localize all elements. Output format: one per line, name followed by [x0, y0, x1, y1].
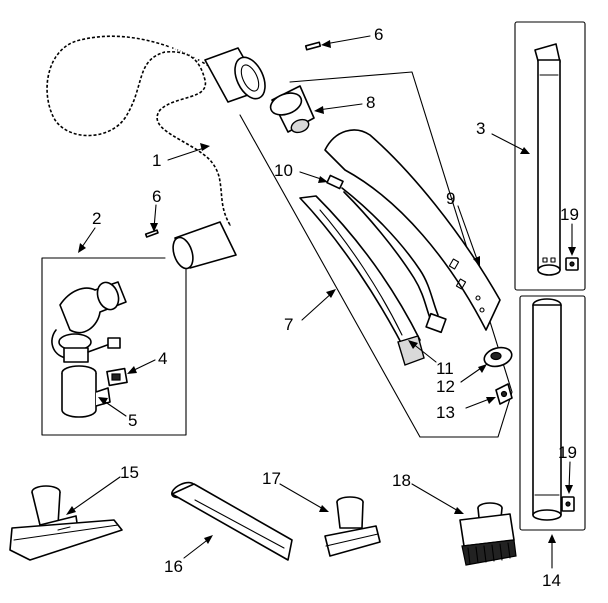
callout-4: 4	[158, 349, 167, 368]
hose-part-1	[41, 30, 266, 270]
group-box-3	[514, 21, 586, 291]
brush-part-18	[459, 502, 517, 566]
group-box-2	[41, 247, 187, 436]
connector-part-8	[269, 85, 315, 134]
callout-16: 16	[164, 557, 183, 576]
handle-shell-part-9	[324, 129, 501, 331]
callout-17: 17	[262, 469, 281, 488]
callout-8: 8	[366, 93, 375, 112]
lower-wand-part-14	[532, 298, 562, 521]
plug-part-4	[106, 367, 128, 387]
callout-13: 13	[436, 403, 455, 422]
callout-14: 14	[542, 571, 561, 590]
crevice-tool-part-16	[171, 481, 293, 561]
callout-3: 3	[476, 119, 485, 138]
canister-part-5	[61, 365, 111, 418]
pin-part-6-top	[304, 41, 322, 51]
callout-11: 11	[436, 359, 454, 378]
button-part-13	[495, 383, 513, 405]
switch-part-12	[483, 346, 513, 368]
hose-end-part-2	[51, 281, 127, 363]
clip-part-19-upper	[565, 257, 579, 271]
clip-part-19-lower	[561, 496, 575, 512]
handle-lower-part-11	[299, 195, 425, 366]
callout-19-lower: 19	[558, 443, 577, 462]
callout-15: 15	[120, 463, 139, 482]
group-box-14	[519, 295, 586, 531]
upholstery-tool-part-17	[324, 496, 381, 557]
group-box-7	[239, 71, 513, 438]
callout-2: 2	[92, 209, 101, 228]
upper-wand-part-3	[534, 43, 561, 276]
floor-tool-part-15	[9, 485, 123, 561]
callout-6-top: 6	[374, 25, 383, 44]
callout-1: 1	[152, 151, 161, 170]
callout-6-left: 6	[152, 187, 161, 206]
callout-7: 7	[284, 315, 293, 334]
callout-10: 10	[274, 161, 293, 180]
leader-lines	[66, 35, 576, 569]
callout-5: 5	[128, 411, 137, 430]
callout-12: 12	[436, 377, 455, 396]
callout-18: 18	[392, 471, 411, 490]
callout-9: 9	[446, 189, 455, 208]
callout-19-upper: 19	[560, 205, 579, 224]
wiring-part-10	[326, 174, 447, 334]
pin-part-6-left	[144, 229, 159, 238]
